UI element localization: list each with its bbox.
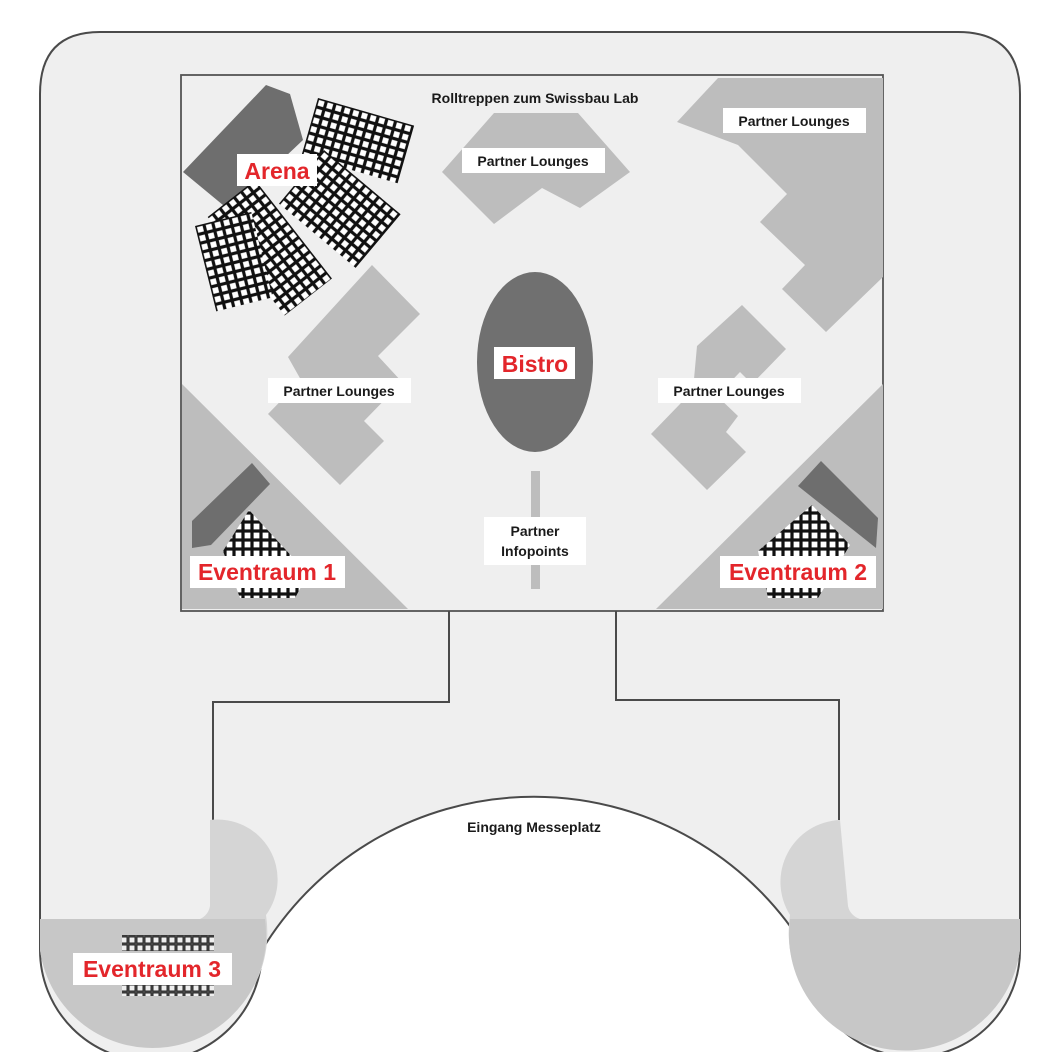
lounge-mid-left	[268, 265, 420, 485]
label-box	[268, 378, 411, 403]
arena-label: Arena	[244, 158, 309, 184]
lounge-top-right	[677, 78, 883, 332]
label-box	[484, 517, 586, 565]
label-box	[658, 378, 801, 403]
eventraum-1-stage	[192, 463, 270, 548]
eventraum-2-label: Eventraum 2	[729, 559, 867, 585]
label-box	[462, 148, 605, 173]
infopoints-label-line1: Partner	[510, 523, 560, 539]
arena-stage	[183, 85, 303, 210]
eventraum-3-seating-top	[122, 935, 214, 951]
corridor-wall-right	[615, 611, 840, 820]
label-box	[723, 108, 866, 133]
label-box	[237, 154, 317, 186]
eventraum-2-stage	[798, 461, 878, 548]
lounge-top-center-label: Partner Lounges	[477, 153, 588, 169]
eventraum-3-label: Eventraum 3	[83, 956, 221, 982]
eventraum-1-label: Eventraum 1	[198, 559, 336, 585]
room-bottom-right-floor	[788, 919, 1020, 1051]
bistro-label: Bistro	[502, 351, 568, 377]
entrance-label: Eingang Messeplatz	[467, 819, 601, 835]
lounge-mid-right-label: Partner Lounges	[673, 383, 784, 399]
corridor-wall-left	[212, 611, 450, 820]
infopoints-label-line2: Infopoints	[501, 543, 569, 559]
label-box	[190, 556, 345, 588]
escalators-label: Rolltreppen zum Swissbau Lab	[432, 90, 639, 106]
label-box	[720, 556, 876, 588]
label-box	[494, 347, 575, 379]
lounge-top-right-label: Partner Lounges	[738, 113, 849, 129]
label-box	[73, 953, 232, 985]
lounge-mid-left-label: Partner Lounges	[283, 383, 394, 399]
